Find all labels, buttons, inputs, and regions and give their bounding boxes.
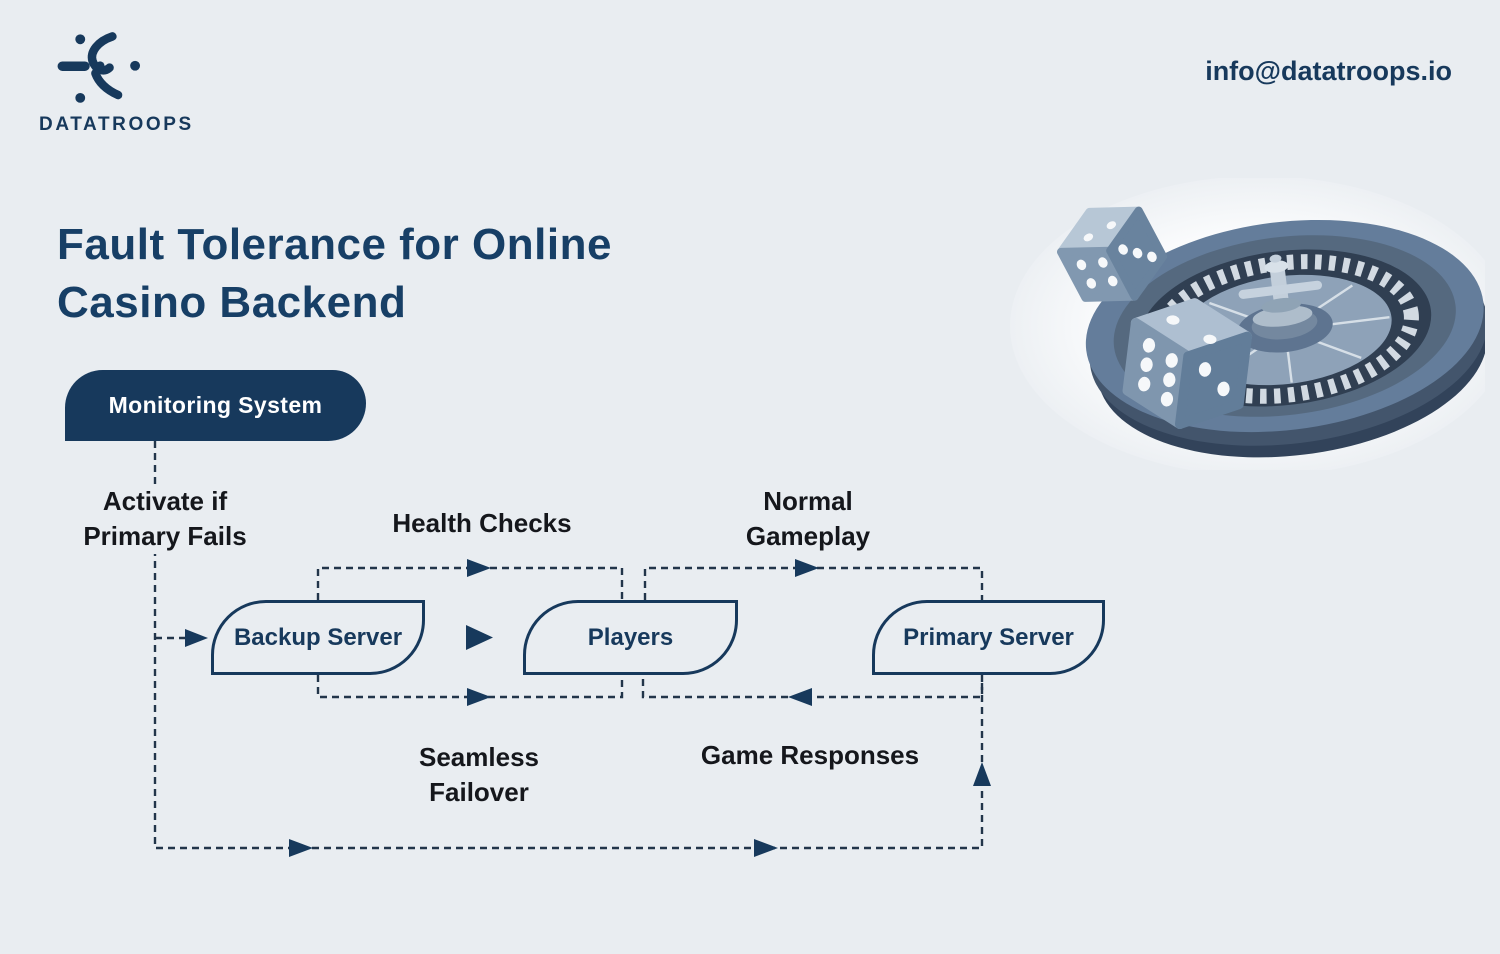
- die-small: [1057, 206, 1168, 302]
- datatroops-logo-icon: [57, 32, 141, 103]
- label-activate-if-primary-fails: Activate if Primary Fails: [55, 484, 275, 555]
- node-players: Players: [523, 600, 738, 675]
- label-normal-gameplay: Normal Gameplay: [702, 484, 914, 555]
- page-title: Fault Tolerance for Online Casino Backen…: [57, 220, 612, 328]
- label-game-responses: Game Responses: [700, 738, 920, 774]
- node-primary-server: Primary Server: [872, 600, 1105, 675]
- casino-roulette-dice-image: [1005, 178, 1485, 470]
- node-monitoring-system: Monitoring System: [65, 370, 366, 441]
- contact-email: info@datatroops.io: [1205, 56, 1452, 86]
- node-backup-server: Backup Server: [211, 600, 425, 675]
- label-health-checks: Health Checks: [368, 506, 596, 542]
- roulette-spindle: [1238, 254, 1323, 327]
- die-large: [1122, 298, 1253, 430]
- label-seamless-failover: Seamless Failover: [368, 740, 590, 811]
- brand-name: DATATROOPS: [39, 114, 194, 135]
